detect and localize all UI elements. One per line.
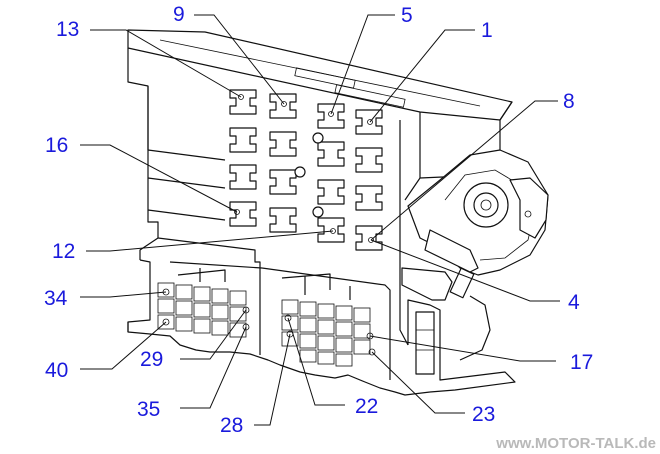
callout-1: 1 — [481, 19, 493, 42]
callout-17: 17 — [570, 351, 593, 374]
leader-lines — [80, 14, 560, 426]
terminal-cavities — [229, 89, 383, 251]
callout-22: 22 — [355, 395, 378, 418]
callout-5: 5 — [401, 4, 413, 27]
callout-34: 34 — [44, 287, 68, 310]
callout-16: 16 — [45, 134, 68, 157]
callout-13: 13 — [56, 18, 79, 41]
callout-28: 28 — [220, 414, 243, 437]
locking-lever — [401, 149, 549, 361]
callout-9: 9 — [173, 3, 185, 26]
watermark: www.MOTOR-TALK.de — [495, 435, 656, 452]
callout-29: 29 — [140, 348, 163, 371]
callout-40: 40 — [45, 359, 68, 382]
left-pin-grid — [157, 282, 250, 338]
callout-12: 12 — [52, 240, 75, 263]
callout-4: 4 — [568, 291, 580, 314]
callout-35: 35 — [137, 398, 160, 421]
callout-8: 8 — [563, 90, 575, 113]
right-pin-grid — [281, 299, 376, 367]
callout-labels: 13 9 5 1 8 16 12 34 4 40 29 17 35 22 23 … — [44, 3, 593, 437]
callout-23: 23 — [472, 403, 495, 426]
